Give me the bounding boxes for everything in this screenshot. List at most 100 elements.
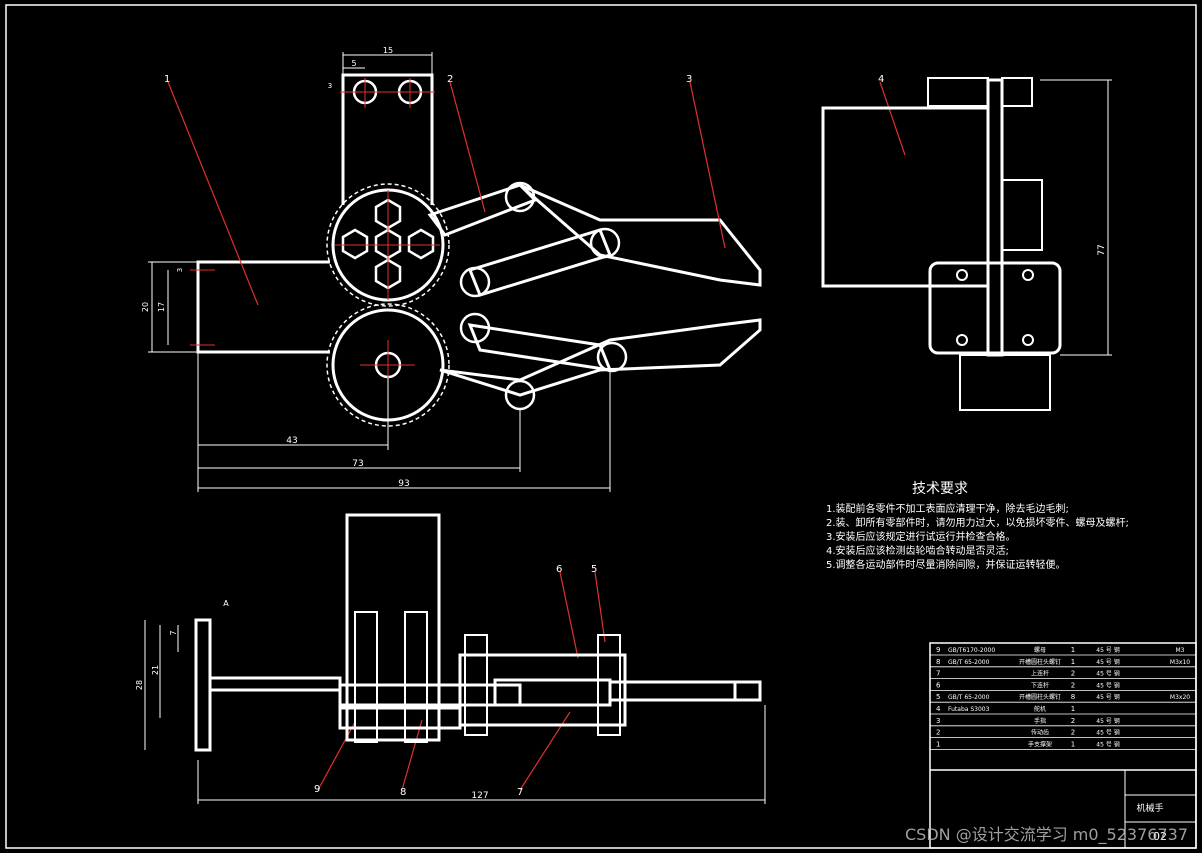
front-link-block (458, 653, 627, 727)
bom-no: 4 (936, 705, 941, 713)
centre-lines-top (190, 78, 440, 390)
servo-body (821, 106, 990, 288)
bom-material: 45 号 钢 (1096, 646, 1119, 654)
tech-req-5: 5.调整各运动部件时尽量消除间隙，并保证运转轻便。 (826, 560, 1066, 571)
bom-qty: 2 (1071, 670, 1075, 678)
pin-upper-outer (504, 181, 536, 213)
dim-bottom-73: 73 (352, 459, 363, 469)
pin-upper-finger (589, 227, 621, 259)
bom-note: M3x20 (1170, 694, 1190, 701)
leader-lines (167, 81, 906, 791)
front-arm-left (208, 676, 342, 692)
bom-material: 45 号 钢 (1096, 658, 1119, 666)
bom-name: 螺母 (1034, 646, 1046, 654)
bom-no: 6 (936, 681, 941, 689)
bom-name: 舵机 (1034, 705, 1046, 713)
bom-no: 9 (936, 646, 940, 654)
bom-material: 45 号 钢 (1096, 670, 1119, 678)
bom-code: GB/T6170-2000 (948, 647, 995, 654)
bom-no: 7 (936, 670, 940, 678)
part-label-2: 2 (447, 74, 453, 85)
front-base-plate (194, 618, 212, 752)
bom-qty: 1 (1071, 740, 1075, 748)
upper-finger (519, 183, 762, 287)
lower-inner-link (467, 323, 613, 372)
dim-left-20: 20 (141, 302, 150, 312)
front-support (345, 513, 441, 742)
bom-material: 45 号 钢 (1096, 740, 1119, 748)
upper-inner-link (468, 228, 612, 297)
drawing-border (5, 4, 1197, 849)
bom-name: 下连杆 (1031, 681, 1049, 689)
part-label-4: 4 (878, 74, 884, 85)
part-label-7: 7 (517, 787, 523, 798)
dim-front-7: 7 (169, 630, 178, 635)
support-base (196, 260, 330, 354)
side-view (821, 77, 1062, 411)
support-upright (341, 73, 434, 205)
side-top-nut (1001, 77, 1033, 107)
bom-no: 8 (936, 658, 940, 666)
tech-req-3: 3.安装后应该规定进行试运行并检查合格。 (826, 532, 1016, 543)
part-label-3: 3 (686, 74, 692, 85)
drawing-name: 机械手 (1136, 802, 1163, 814)
tech-req-4: 4.安装后应该检测齿轮啮合转动是否灵活; (826, 546, 1009, 557)
servo-mount-plate (928, 261, 1062, 355)
lower-gear-teeth (326, 303, 450, 427)
tech-req-1: 1.装配前各零件不加工表面应清理干净，除去毛边毛刺; (826, 504, 1069, 515)
dim-bottom-93: 93 (398, 479, 409, 489)
bom-code: Futaba S3003 (948, 706, 990, 713)
bom-name: 手支撑架 (1028, 740, 1052, 748)
bom-qty: 2 (1071, 681, 1075, 689)
section-a-label: A (223, 599, 229, 608)
bom-no: 1 (936, 740, 940, 748)
part-label-6: 6 (556, 564, 562, 575)
tech-req-title: 技术要求 (912, 481, 968, 497)
dim-top-5: 5 (351, 59, 356, 68)
dim-front-21: 21 (151, 665, 160, 675)
dim-left-17: 17 (157, 302, 166, 312)
dim-top-15: 15 (383, 46, 393, 55)
pin-lower-outer (504, 379, 536, 411)
side-plate (986, 78, 1004, 357)
dim-front-127: 127 (471, 791, 488, 801)
bom-qty: 8 (1071, 693, 1075, 701)
bom-qty: 1 (1071, 658, 1075, 666)
title-block (929, 642, 1197, 849)
pin-upper-inner (459, 266, 491, 298)
bom-qty: 2 (1071, 729, 1075, 737)
bom-qty: 1 (1071, 705, 1075, 713)
bom-material: 45 号 钢 (1096, 729, 1119, 737)
pin-lower-inner (459, 312, 491, 344)
bom-qty: 1 (1071, 646, 1075, 654)
dim-left-3: 3 (176, 268, 184, 272)
upper-gear-teeth (326, 183, 450, 307)
top-view (196, 73, 762, 427)
part-label-8: 8 (400, 787, 406, 798)
bolt-8 (354, 611, 378, 743)
bom-code: GB/T 65-2000 (948, 659, 990, 666)
bolt-9 (404, 611, 428, 743)
side-top-bracket (927, 77, 989, 107)
tech-req-2: 2.装、卸所有零部件时，请勿用力过大，以免损坏零件、螺母及螺杆; (826, 518, 1129, 529)
lower-finger (439, 318, 762, 397)
bom-name: 手指 (1034, 717, 1046, 725)
bom-note: M3 (1176, 647, 1185, 654)
dim-front-28: 28 (135, 680, 144, 690)
part-label-1: 1 (164, 74, 170, 85)
bom-code: GB/T 65-2000 (948, 694, 990, 701)
dim-side-77: 77 (1097, 244, 1107, 255)
front-arm-right (608, 680, 737, 702)
side-mid-bolts (1001, 179, 1043, 251)
bom-material: 45 号 钢 (1096, 693, 1119, 701)
dim-bottom-43: 43 (286, 436, 297, 446)
part-label-9: 9 (314, 784, 320, 795)
bolt-5b (597, 634, 621, 736)
bom-no: 5 (936, 693, 940, 701)
side-bottom-bolts (959, 354, 1051, 411)
bom-name: 上连杆 (1031, 670, 1049, 678)
pin-lower-finger (596, 341, 628, 373)
